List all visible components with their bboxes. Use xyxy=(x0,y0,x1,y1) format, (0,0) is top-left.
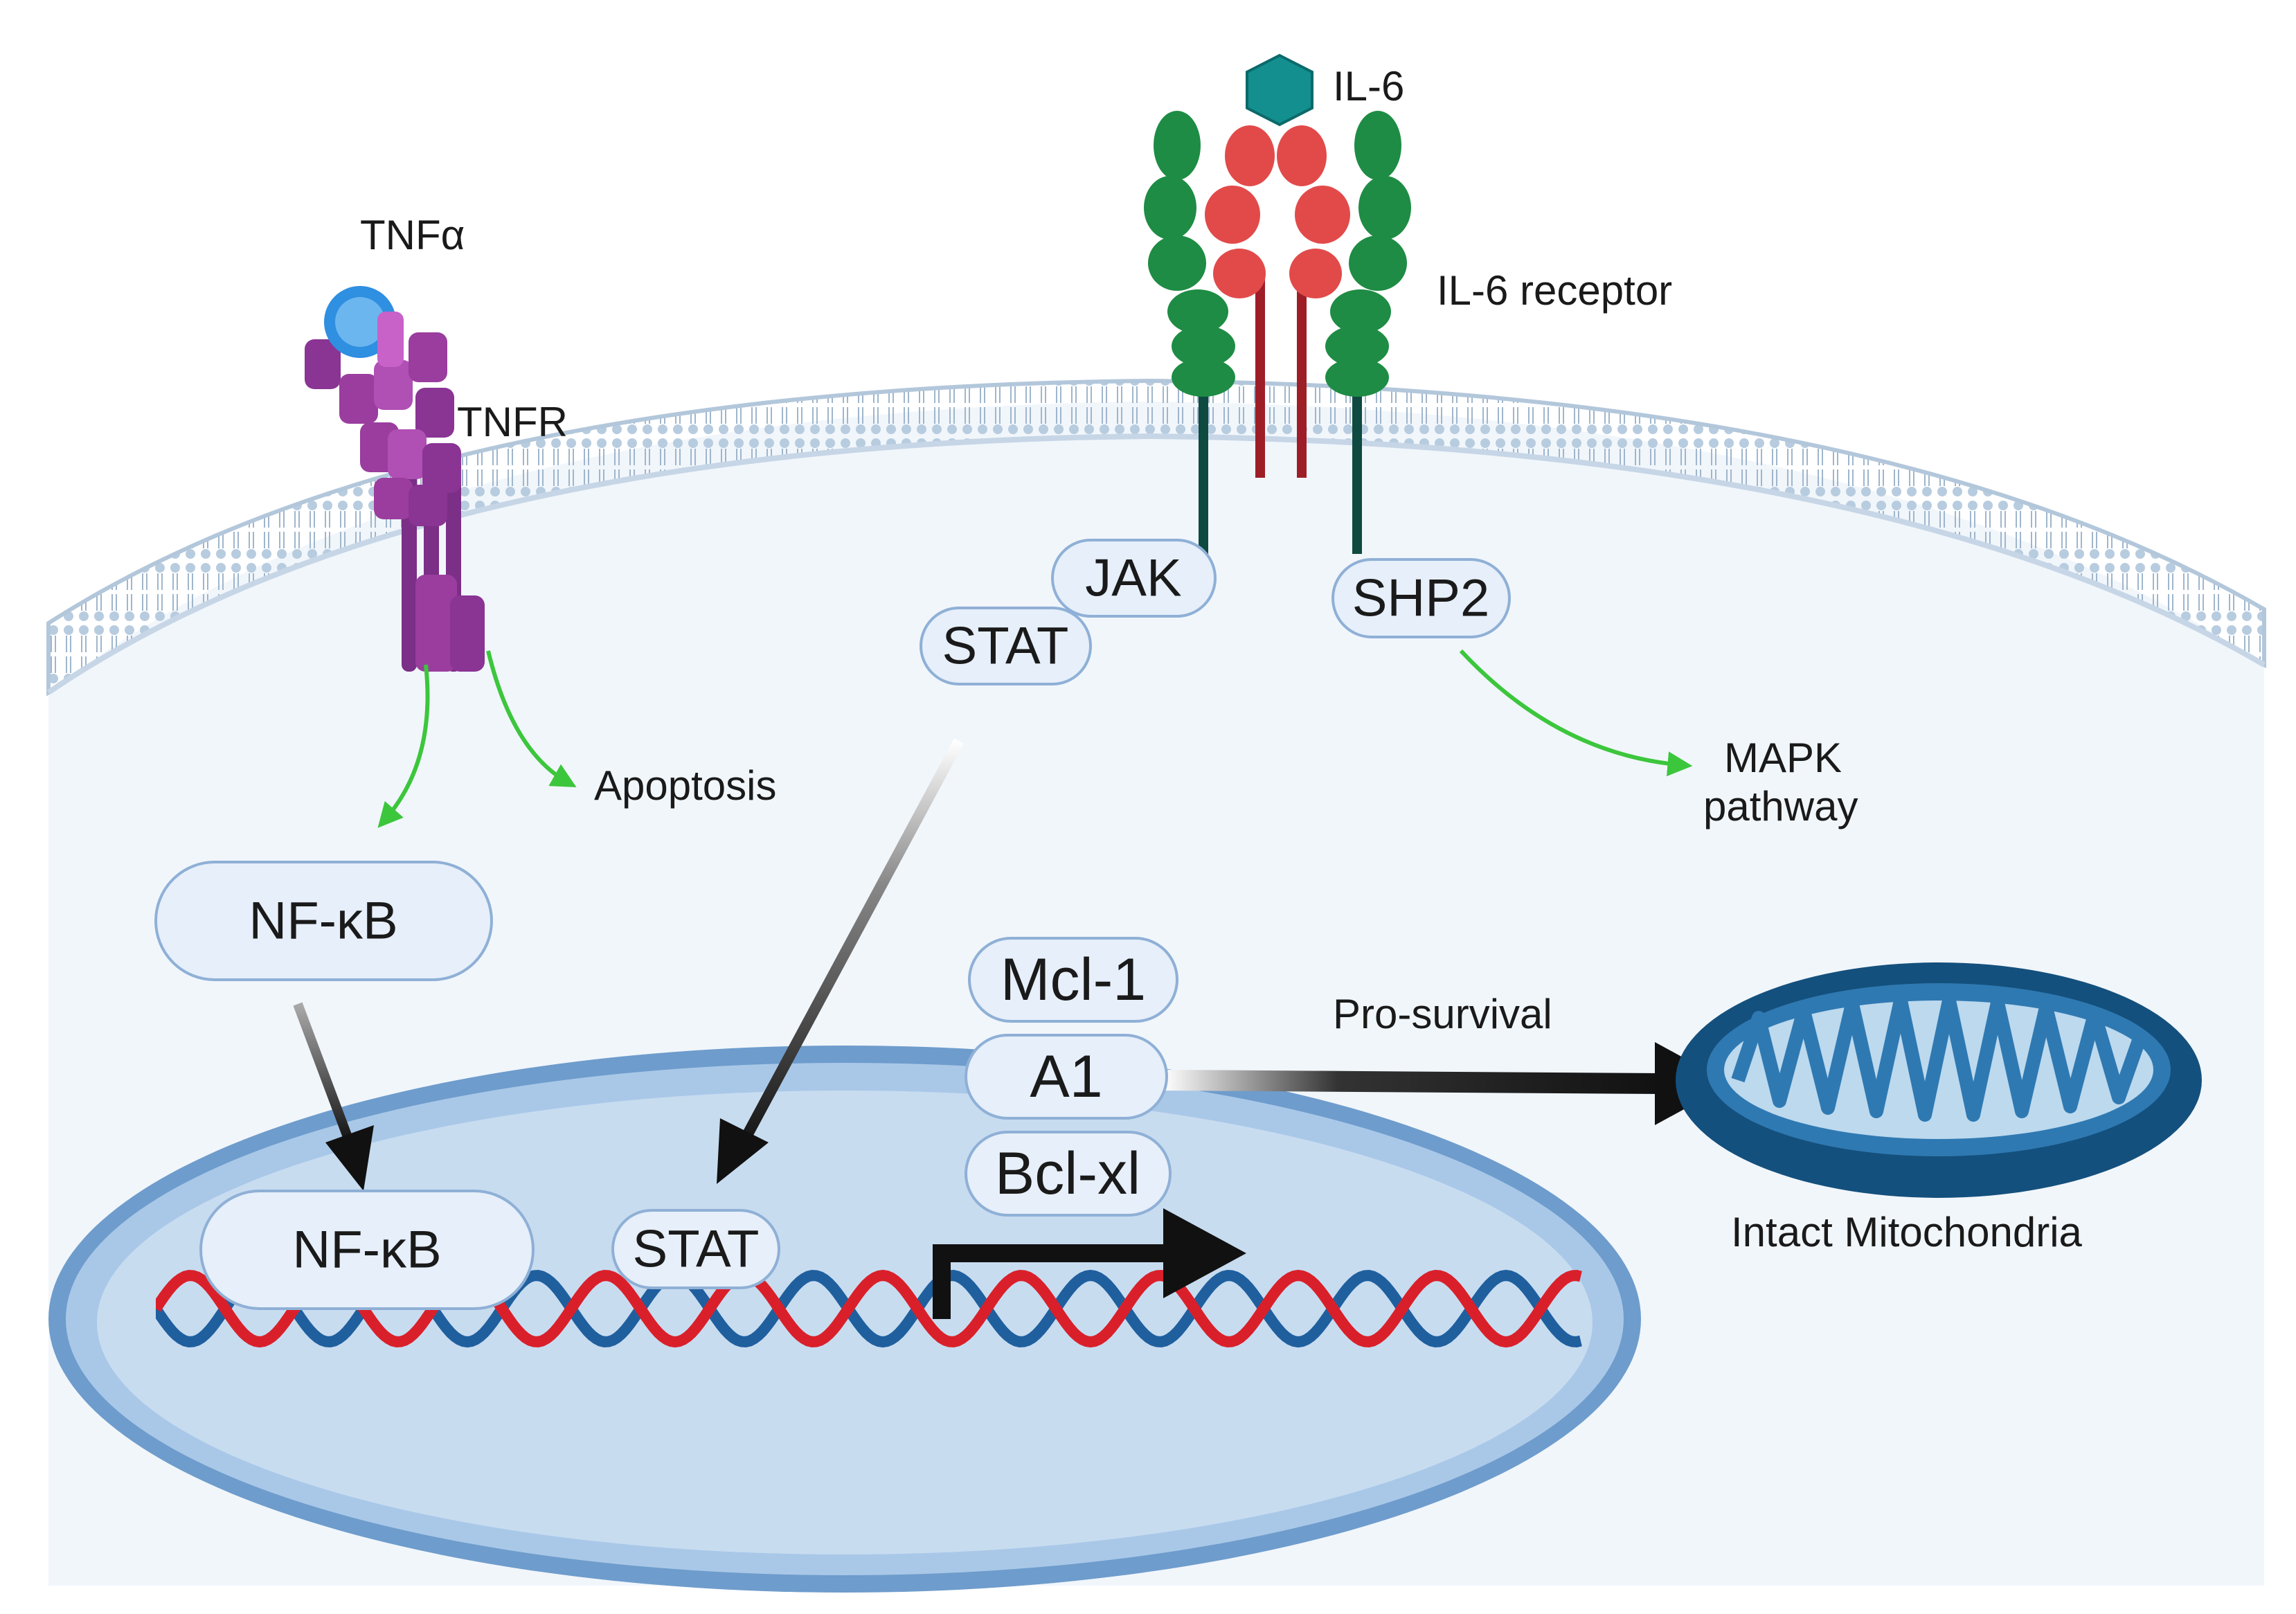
svg-text:NF-κB: NF-κB xyxy=(292,1221,441,1280)
svg-text:A1: A1 xyxy=(1030,1043,1102,1110)
apoptosis-label: Apoptosis xyxy=(594,762,777,809)
mapk-label: MAPK xyxy=(1724,735,1842,781)
tnf-alpha-label: TNFα xyxy=(360,212,465,258)
nfkb-protein-cytoplasm: NF-κB xyxy=(154,861,493,981)
svg-text:Mcl-1: Mcl-1 xyxy=(1001,947,1146,1013)
jak-protein: JAK xyxy=(1051,539,1217,618)
stat-translocation-arrow xyxy=(734,738,965,1152)
nfkb-protein-nucleus: NF-κB xyxy=(199,1190,535,1310)
mitochondrion xyxy=(1676,962,2202,1198)
mcl1-protein: Mcl-1 xyxy=(968,937,1178,1023)
stat-protein-cytoplasm: STAT xyxy=(920,607,1092,685)
nfkb-translocation-arrowhead xyxy=(325,1125,374,1191)
nfkb-translocation-arrow xyxy=(293,1002,355,1145)
bclxl-protein: Bcl-xl xyxy=(965,1131,1172,1217)
cell-membrane-edge xyxy=(46,433,2266,695)
intact-mitochondria-label: Intact Mitochondria xyxy=(1731,1209,2083,1255)
tnfr-receptor xyxy=(305,332,485,672)
svg-text:JAK: JAK xyxy=(1085,549,1181,608)
tnfr-to-apoptosis-arrow xyxy=(486,650,577,788)
il6-label: IL-6 xyxy=(1333,63,1404,109)
shp2-protein: SHP2 xyxy=(1331,558,1511,638)
svg-text:STAT: STAT xyxy=(942,617,1069,676)
il6-ligand xyxy=(1246,53,1313,127)
transcription-start-arrow xyxy=(933,1208,1246,1319)
a1-protein: A1 xyxy=(965,1034,1168,1120)
shp2-to-mapk-arrow xyxy=(1459,649,1693,777)
svg-text:NF-κB: NF-κB xyxy=(249,892,397,951)
il6-receptor-label: IL-6 receptor xyxy=(1437,267,1672,314)
pro-survival-label: Pro-survival xyxy=(1333,991,1552,1037)
stat-translocation-arrowhead xyxy=(717,1118,769,1184)
svg-text:Bcl-xl: Bcl-xl xyxy=(995,1140,1140,1207)
il6-receptor xyxy=(1144,111,1411,554)
svg-text:SHP2: SHP2 xyxy=(1352,569,1490,628)
tnfr-label: TNFR xyxy=(457,399,568,445)
svg-text:STAT: STAT xyxy=(633,1220,760,1279)
tnfr-to-nfkb-arrow xyxy=(377,664,430,828)
tnf-alpha-ligand xyxy=(324,286,404,367)
pro-survival-arrow xyxy=(1163,1070,1662,1094)
stat-protein-nucleus: STAT xyxy=(611,1209,780,1289)
mapk-pathway-label: pathway xyxy=(1703,783,1858,830)
